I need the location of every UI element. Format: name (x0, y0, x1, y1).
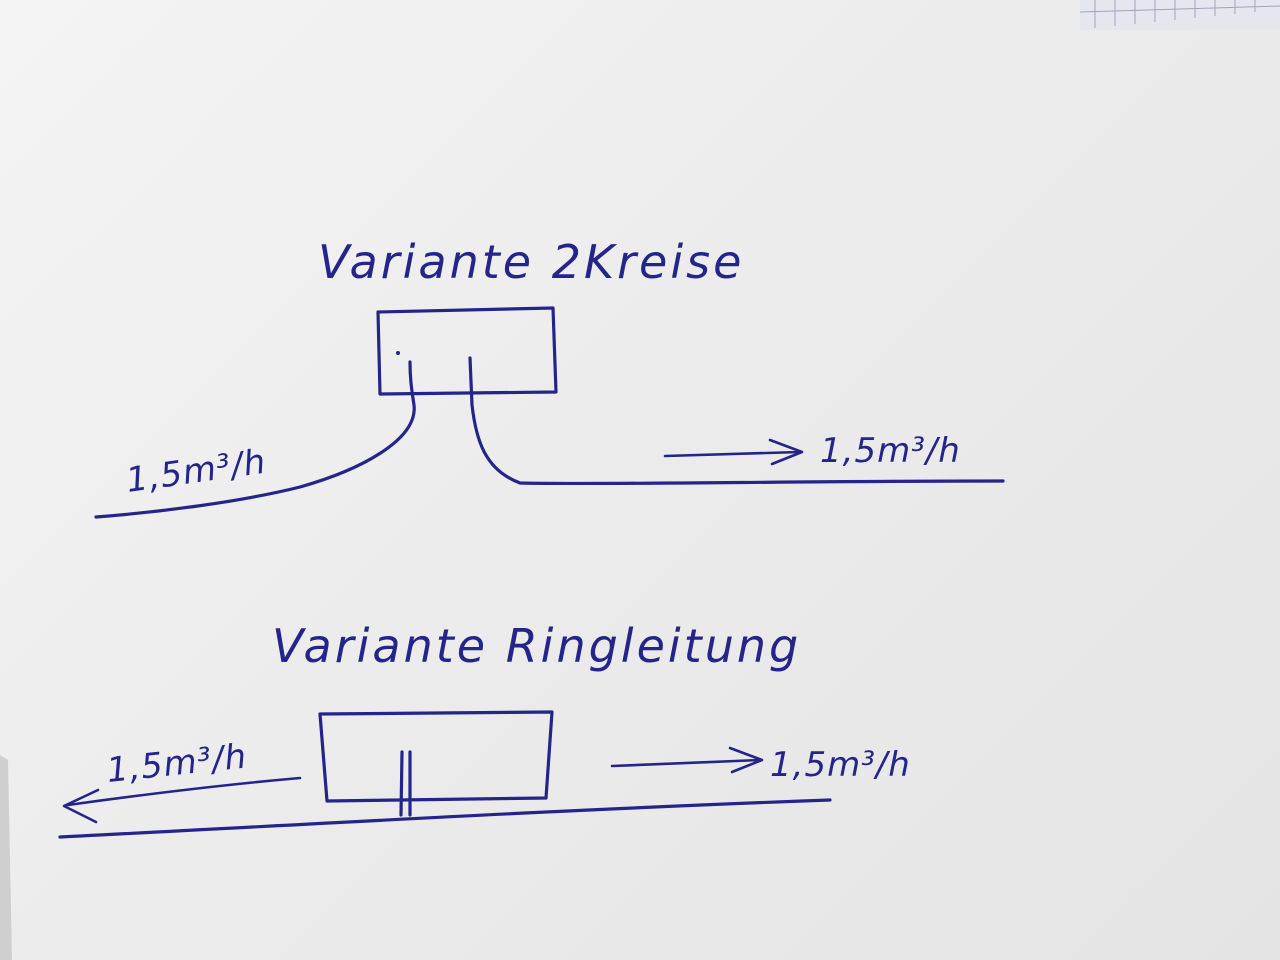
arrow-bottom-right (610, 758, 762, 768)
flow-label-top-right: 1,5m³/h (820, 431, 961, 471)
grid-paper-corner (1079, 0, 1280, 30)
table-edge (0, 755, 12, 960)
dot-marker (396, 351, 400, 355)
arrow-head-bottom-right (728, 746, 764, 774)
ring-pipe-bottom (58, 798, 832, 839)
pipe-top-left (94, 360, 416, 519)
title-variante-ringleitung: Variante Ringleitung (272, 619, 801, 673)
unit-box-bottom (318, 710, 554, 803)
arrow-head-top-right (768, 438, 804, 466)
flow-label-bottom-left: 1,5m³/h (105, 736, 249, 791)
arrow-head-bottom-left (62, 788, 100, 824)
riser-left (399, 750, 404, 817)
pipe-top-right (468, 356, 1005, 486)
flow-label-bottom-right: 1,5m³/h (770, 745, 911, 785)
arrow-top-right (663, 450, 802, 458)
arrow-bottom-left (66, 776, 302, 807)
flow-label-top-left: 1,5m³/h (124, 442, 269, 501)
title-variante-2kreise: Variante 2Kreise (318, 235, 744, 289)
unit-box-top (376, 306, 558, 396)
